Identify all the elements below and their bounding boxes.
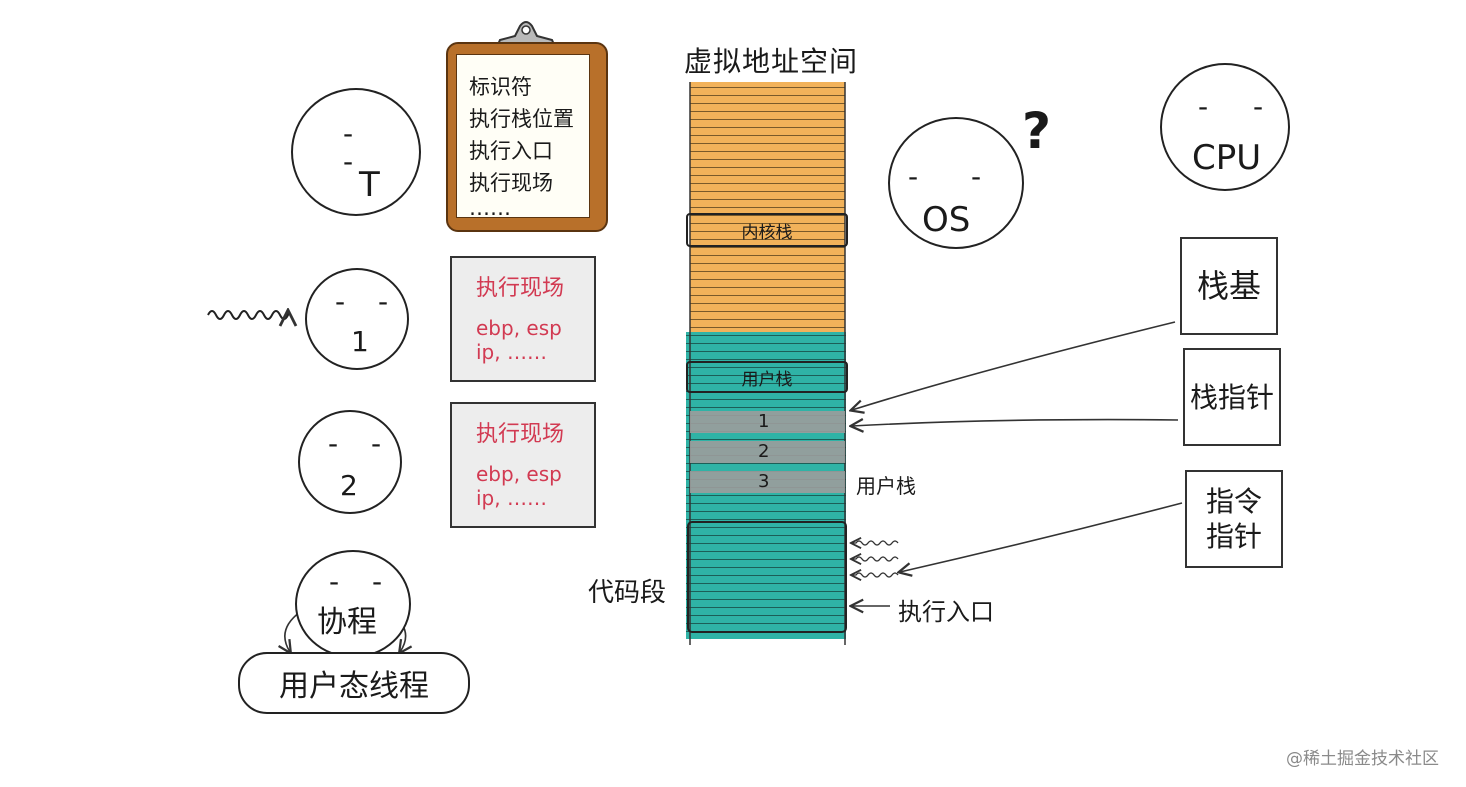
coroutine-face: - - 协程 [295,550,411,658]
user-stack-label: 用户栈 [741,369,793,390]
clipboard-sheet: 标识符 执行栈位置 执行入口 执行现场 …… [456,54,590,220]
cpu-face-label: CPU [1192,138,1262,178]
context-card-1-line1: ebp, esp [476,316,562,340]
kernel-stack-label: 内核栈 [741,222,793,243]
thread-face-eyes: - - [343,117,370,178]
thread-1-face-label: 1 [351,325,369,358]
thread-1-face-eyes: - - [335,285,401,318]
entry-point-label: 执行入口 [898,598,994,626]
context-card-2-title: 执行现场 [476,422,565,447]
user-stack-side-label: 用户栈 [856,474,916,498]
stack-base-label: 栈基 [1196,267,1261,305]
watermark: @稀土掘金技术社区 [1286,749,1439,769]
stack-frame-2-band [690,441,845,463]
thread-face: - - T [291,88,421,216]
stack-pointer-arrow [852,420,1179,426]
stack-base-arrow [852,321,1176,410]
clipboard-line-5: …… [469,196,511,220]
thread-face-label: T [359,165,380,205]
context-card-1-line2: ip, …… [476,340,547,364]
stack-pointer-register: 栈指针 [1183,348,1281,446]
context-card-1: 执行现场 ebp, esp ip, …… [450,256,596,382]
squiggle-arrow [207,311,288,319]
context-card-2-line2: ip, …… [476,486,547,510]
clipboard-line-4: 执行现场 [469,171,553,195]
clipboard-line-1: 标识符 [469,75,532,99]
kernel-stack-box: 内核栈 [686,213,848,247]
stack-frame-1-band [690,411,845,433]
context-card-1-title: 执行现场 [476,276,565,301]
stack-frame-1-label: 1 [758,411,770,432]
instruction-pointer-register: 指令 指针 [1185,470,1283,568]
os-face: - - OS [888,117,1024,249]
thread-2-face-eyes: - - [328,427,394,460]
code-segment-label: 代码段 [588,578,667,608]
cpu-face: - - CPU [1160,63,1290,191]
stack-frame-3-label: 3 [758,471,770,492]
clipboard-line-3: 执行入口 [469,139,553,163]
coroutine-face-eyes: - - [329,565,395,598]
os-face-eyes: - - [908,160,1004,193]
page-title: 虚拟地址空间 [684,45,859,78]
cpu-face-eyes: - - [1198,90,1282,123]
kernel-space-region [690,82,845,332]
code-segment-outline [687,521,847,633]
context-card-2: 执行现场 ebp, esp ip, …… [450,402,596,528]
instruction-pointer-label: 指令 指针 [1205,485,1262,553]
code-squiggle-2 [852,557,899,561]
stack-base-register: 栈基 [1180,237,1278,335]
clipboard-line-2: 执行栈位置 [469,107,574,131]
coroutine-face-label: 协程 [317,605,377,640]
stack-frame-2-label: 2 [758,441,770,462]
question-mark: ? [1022,102,1052,160]
user-thread-pill: 用户态线程 [238,652,470,714]
code-squiggle-3 [852,573,899,577]
stack-frame-3-band [690,471,845,493]
os-face-label: OS [922,200,971,240]
thread-2-face: - - 2 [298,410,402,514]
context-card-2-line1: ebp, esp [476,462,562,486]
user-stack-box: 用户栈 [686,361,848,393]
thread-2-face-label: 2 [340,469,358,502]
instruction-pointer-arrow [900,502,1183,572]
code-squiggle-1 [852,541,899,545]
thread-1-face: - - 1 [305,268,409,370]
stack-pointer-label: 栈指针 [1189,380,1274,414]
